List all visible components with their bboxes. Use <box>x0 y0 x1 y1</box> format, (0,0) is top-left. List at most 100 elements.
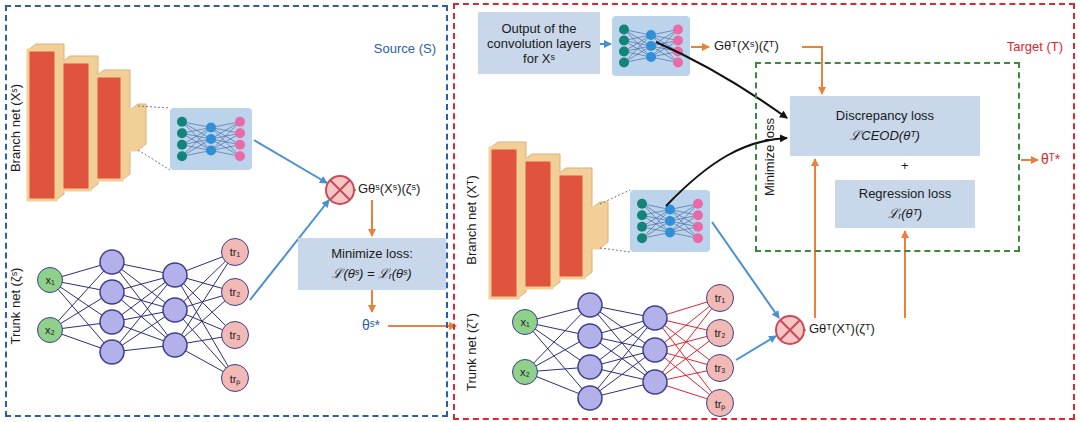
dense-panel <box>170 108 252 170</box>
stroke <box>182 139 211 156</box>
network-lines <box>50 250 720 410</box>
feature-box: Output of the convolution layers for Xˢ <box>478 12 600 74</box>
neuron <box>665 216 675 226</box>
conv-layers <box>28 44 630 298</box>
neuron-circle: tr₁ <box>221 238 249 266</box>
conv-slab <box>490 148 518 298</box>
net-name: Branch net (Xˢ) <box>8 84 23 172</box>
neuron <box>646 30 656 40</box>
node-text: x₁ <box>45 274 54 286</box>
node-text: tr₃ <box>714 362 725 374</box>
hidden-neuron <box>578 293 602 317</box>
hidden-neuron <box>100 280 124 304</box>
neuron <box>206 146 216 156</box>
node-text: x₂ <box>520 366 530 378</box>
hidden-neuron <box>100 250 124 274</box>
neuron <box>619 58 629 68</box>
group-title: Minimize loss <box>762 118 777 196</box>
neuron <box>693 210 703 220</box>
node-text: tr₂ <box>230 286 241 298</box>
region-title: Source (S) <box>374 41 436 56</box>
neuron <box>177 117 187 127</box>
neuron <box>177 151 187 161</box>
node-text: trₚ <box>230 371 241 386</box>
dense-panel <box>630 190 710 252</box>
hidden-neuron <box>163 333 187 357</box>
stroke <box>211 133 240 150</box>
multiply-symbol <box>326 176 804 344</box>
neuron <box>177 128 187 138</box>
formula-text: ℒ(θˢ) = ℒᵣ(θˢ) <box>332 264 411 282</box>
neuron <box>637 222 647 232</box>
conv-slab <box>592 208 600 248</box>
operator-output: Gθᵀ(Xˢ)(ζᵀ) <box>713 38 780 53</box>
conv-slab <box>490 142 526 298</box>
stroke <box>138 150 170 170</box>
hidden-neuron <box>163 298 187 322</box>
neuron-circle: trₚ <box>706 389 734 417</box>
node-text: Minimize loss: <box>331 246 413 261</box>
net-name: Trunk net (ζᵀ) <box>464 313 479 391</box>
node-text: x₁ <box>520 316 529 328</box>
dense-layers <box>170 16 710 252</box>
loss-box: Minimize loss: ℒ(θˢ) = ℒᵣ(θˢ) <box>298 238 446 290</box>
formula-text: ℒᵣ(θᵀ) <box>888 204 922 222</box>
conv-slab <box>524 154 560 288</box>
neuron <box>619 25 629 35</box>
hidden-neuron <box>163 263 187 287</box>
node-text: Output of the convolution layers for Xˢ <box>486 21 592 66</box>
region-title: Target (T) <box>1007 39 1063 54</box>
node-text: tr₃ <box>229 329 240 341</box>
target-region: Target (T) Output of the convolution laye… <box>453 3 1075 420</box>
hidden-neuron <box>643 370 667 394</box>
conv-slab <box>28 50 56 200</box>
neuron <box>235 128 245 138</box>
node-text: Regression loss <box>859 186 952 201</box>
neuron-circle: tr₃ <box>706 354 734 382</box>
neuron <box>206 134 216 144</box>
conv-slab <box>558 174 584 278</box>
node-text: trₚ <box>715 396 726 411</box>
loss-box: Regression lossℒᵣ(θᵀ) <box>835 180 975 228</box>
operator-output: Gθᵀ(Xᵀ)(ζᵀ) <box>808 321 876 336</box>
neuron <box>665 228 675 238</box>
conv-slab <box>62 62 90 190</box>
parameter-label: θᵀ* <box>1041 151 1060 167</box>
conv-slab <box>96 70 130 180</box>
conv-slab <box>130 104 146 150</box>
neuron <box>673 25 683 35</box>
node-text: tr₁ <box>715 292 725 304</box>
net-name: Branch net (Xᵀ) <box>464 175 479 264</box>
neuron <box>693 233 703 243</box>
conv-slab <box>592 202 608 248</box>
neuron <box>235 117 245 127</box>
neuron-circle: trₚ <box>221 364 249 392</box>
operator-output: Gθˢ(Xˢ)(ζˢ) <box>357 181 421 196</box>
net-name: Trunk net (ζˢ) <box>8 268 23 345</box>
neuron <box>646 41 656 51</box>
neuron <box>235 151 245 161</box>
conv-slab <box>524 160 552 288</box>
neuron <box>637 233 647 243</box>
neuron-circle: tr₁ <box>706 284 734 312</box>
node-text: tr₂ <box>715 327 726 339</box>
hidden-neuron <box>578 324 602 348</box>
neuron <box>177 140 187 150</box>
flow-arrows <box>250 42 1038 360</box>
conv-slab <box>28 44 64 200</box>
loss-box: Discrepancy lossℒCEOD(θᵀ) <box>790 96 980 156</box>
neuron <box>206 123 216 133</box>
neuron <box>619 47 629 57</box>
hidden-neuron <box>643 306 667 330</box>
neuron <box>646 52 656 62</box>
neuron-circle: x₁ <box>512 309 538 335</box>
conv-slab <box>130 110 138 150</box>
neuron-circle: tr₂ <box>706 319 734 347</box>
hidden-neuron <box>100 310 124 334</box>
neuron-circle: x₁ <box>37 267 63 293</box>
hidden-neuron <box>643 338 667 362</box>
neuron <box>637 199 647 209</box>
node-text: tr₁ <box>230 246 240 258</box>
neuron-circle: tr₃ <box>221 321 249 349</box>
neuron <box>693 222 703 232</box>
